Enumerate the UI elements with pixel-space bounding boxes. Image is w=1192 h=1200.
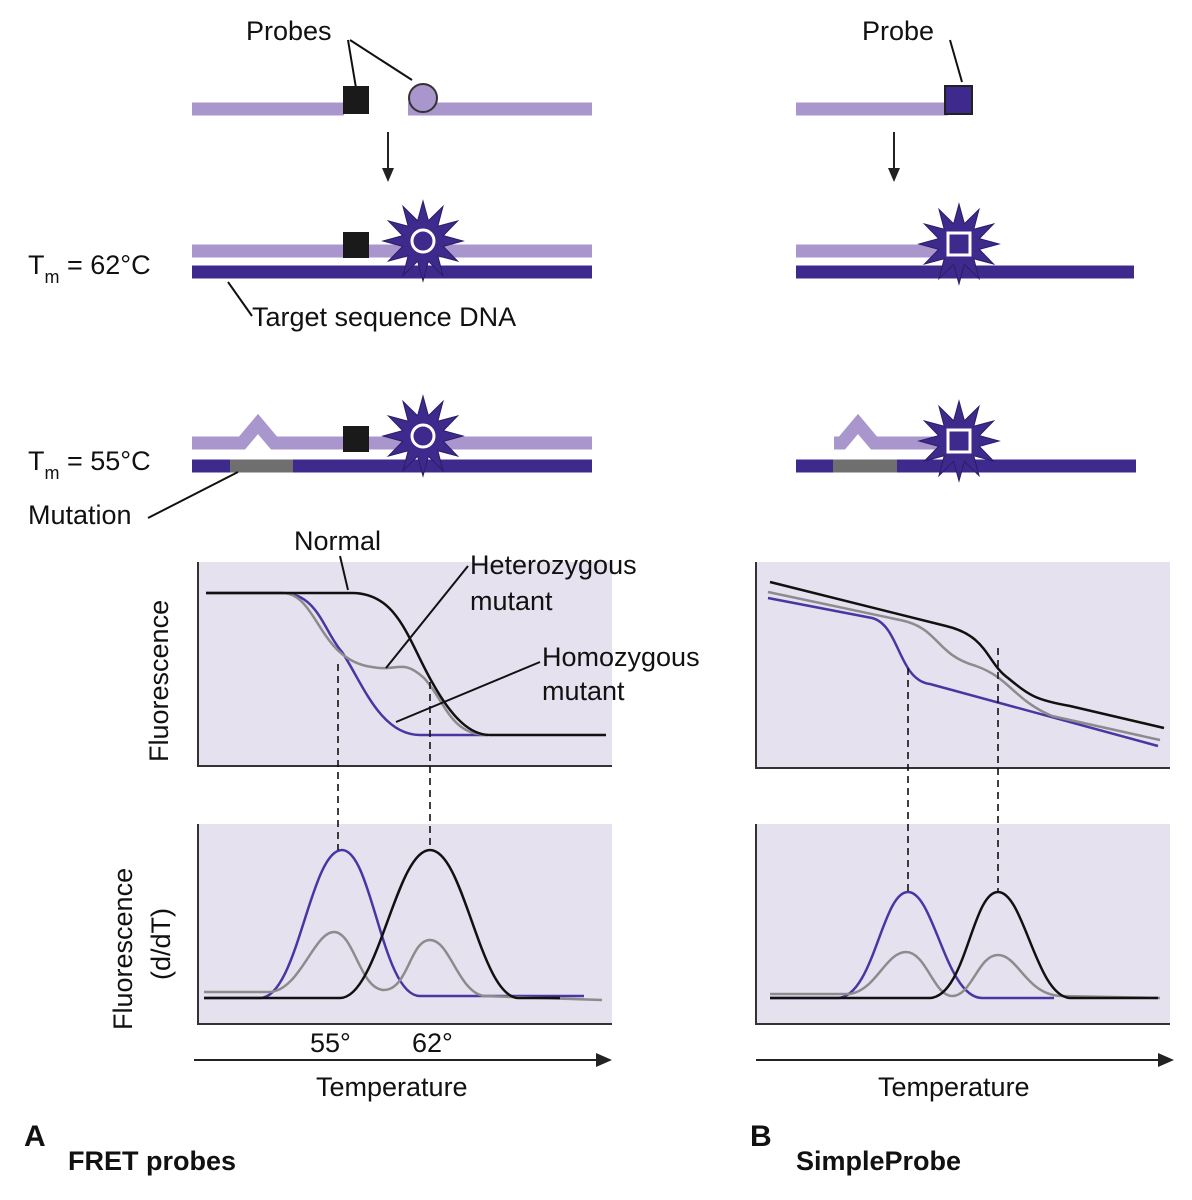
panel-b-melt-axes	[755, 562, 1170, 769]
label-heterozygous-line1: Heterozygous	[470, 550, 637, 580]
derivative-homozygous	[204, 848, 584, 1000]
xlabel-temperature-b: Temperature	[878, 1072, 1030, 1102]
temperature-arrow-b	[756, 1053, 1174, 1067]
tm-mutant-label: Tm = 55°C	[28, 446, 151, 483]
panel-b-letter: B	[750, 1120, 772, 1153]
panel-a-derivative-plot	[198, 824, 612, 1024]
probe-label: Probe	[862, 16, 934, 46]
curve-homozygous-b	[767, 596, 1159, 748]
curve-homozygous	[206, 591, 488, 737]
target-leader	[227, 281, 253, 317]
label-homozygous-line1: Homozygous	[542, 642, 700, 672]
down-arrow-icon	[888, 132, 900, 182]
derivative-homozygous-b	[770, 890, 1054, 1000]
curve-heterozygous	[206, 591, 489, 737]
simpleprobe-strand-mismatch	[834, 413, 960, 450]
black-square-icon	[343, 232, 369, 258]
circle-fluorophore-icon	[408, 83, 438, 113]
probe-leader	[949, 39, 963, 83]
leader-homozygous	[395, 661, 541, 723]
panel-b-schematic: Probe	[796, 16, 1136, 483]
xlabel-temperature-a: Temperature	[316, 1072, 468, 1102]
black-square-icon	[343, 426, 369, 452]
curve-heterozygous-b	[767, 590, 1161, 742]
target-label: Target sequence DNA	[252, 302, 516, 332]
panel-a-title: FRET probes	[68, 1146, 236, 1176]
panel-a-letter: A	[24, 1120, 46, 1153]
label-heterozygous-line2: mutant	[470, 586, 553, 616]
mutation-label: Mutation	[28, 500, 132, 530]
star-burst-icon	[917, 202, 1001, 286]
derivative-heterozygous-b	[770, 950, 1161, 1000]
square-fluorophore-icon	[944, 85, 973, 115]
mutation-leader	[147, 471, 239, 519]
ylabel-derivative-line2: (d/dT)	[146, 908, 176, 980]
tm-normal-label: Tm = 62°C	[28, 250, 151, 287]
leader-normal	[339, 555, 349, 591]
derivative-normal	[204, 848, 560, 1000]
panel-a-schematic: Probes Tm = 62°C Target sequence DNA	[28, 16, 592, 530]
curve-normal-b	[769, 580, 1165, 730]
temperature-arrow-a	[194, 1053, 612, 1067]
tick-62: 62°	[412, 1028, 453, 1058]
panel-a-derivative-axes	[197, 824, 612, 1025]
down-arrow-icon	[382, 132, 394, 182]
probes-label: Probes	[246, 16, 332, 46]
label-normal: Normal	[294, 526, 381, 556]
derivative-heterozygous	[204, 930, 603, 1002]
star-burst-icon	[917, 399, 1001, 483]
panel-b-title: SimpleProbe	[796, 1146, 961, 1176]
probe-strand-mismatch	[192, 413, 592, 450]
label-homozygous-line2: mutant	[542, 676, 625, 706]
curve-normal	[206, 591, 606, 737]
ylabel-fluorescence: Fluorescence	[144, 600, 174, 762]
panel-b-derivative-axes	[755, 824, 1170, 1025]
probes-leader-left	[347, 39, 357, 89]
panel-a-melt-axes	[197, 562, 612, 767]
star-burst-icon	[381, 394, 465, 478]
ylabel-derivative-line1: Fluorescence	[108, 868, 138, 1030]
leader-heterozygous	[385, 565, 469, 669]
tick-55: 55°	[310, 1028, 351, 1058]
probes-leader-right	[349, 39, 413, 81]
star-burst-icon	[381, 199, 465, 283]
black-square-icon	[343, 86, 369, 114]
